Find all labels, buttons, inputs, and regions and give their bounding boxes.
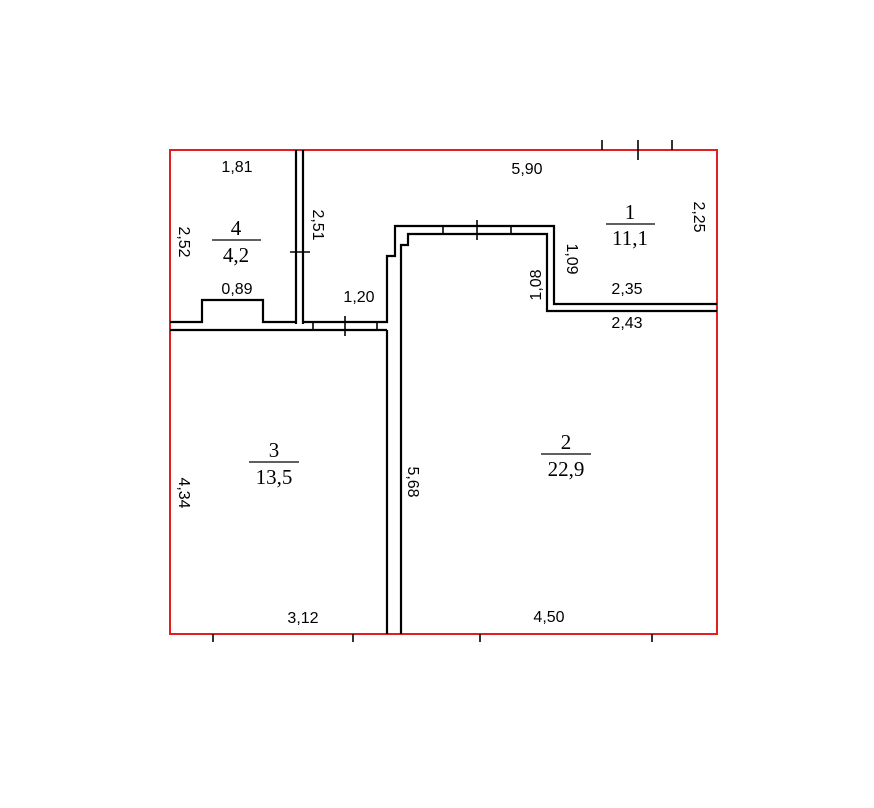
dim-top-left-width: 1,81 <box>221 159 252 176</box>
bottom-ticks <box>212 634 653 642</box>
wall-room4-room1 <box>290 150 310 324</box>
dim-top-width: 5,90 <box>511 161 542 178</box>
room-number-1: 1 <box>625 200 636 224</box>
room-label-2: 2 22,9 <box>541 430 591 481</box>
top-ticks <box>601 140 673 160</box>
room-number-2: 2 <box>561 430 572 454</box>
dim-room2-width: 4,50 <box>533 609 564 626</box>
wall-room4-bottom <box>170 298 387 336</box>
room-area-1: 11,1 <box>612 226 648 250</box>
outer-boundary <box>169 149 718 635</box>
room-area-4: 4,2 <box>223 243 249 267</box>
dim-room4-height: 2,52 <box>175 226 192 257</box>
dim-notch-height-inner: 1,08 <box>528 269 545 300</box>
dim-niche-width: 0,89 <box>221 281 252 298</box>
dim-room3-width: 3,12 <box>287 610 318 627</box>
dim-ledge-top: 2,35 <box>611 281 642 298</box>
dim-ledge-bottom: 2,43 <box>611 315 642 332</box>
dim-notch-height-outer: 1,09 <box>563 243 580 274</box>
dim-partition-long: 5,68 <box>404 466 421 497</box>
room-label-3: 3 13,5 <box>249 438 299 489</box>
room-number-4: 4 <box>231 216 242 240</box>
room-number-3: 3 <box>269 438 280 462</box>
dim-room3-height: 4,34 <box>175 477 192 508</box>
dim-corridor-width: 1,20 <box>343 289 374 306</box>
dim-right-top-height: 2,25 <box>690 201 707 232</box>
room-area-3: 13,5 <box>256 465 293 489</box>
wall-room3-room2 <box>379 220 717 634</box>
room-label-1: 1 11,1 <box>606 200 655 250</box>
dim-partition-height: 2,51 <box>309 209 326 240</box>
room-label-4: 4 4,2 <box>212 216 261 267</box>
room-area-2: 22,9 <box>548 457 585 481</box>
